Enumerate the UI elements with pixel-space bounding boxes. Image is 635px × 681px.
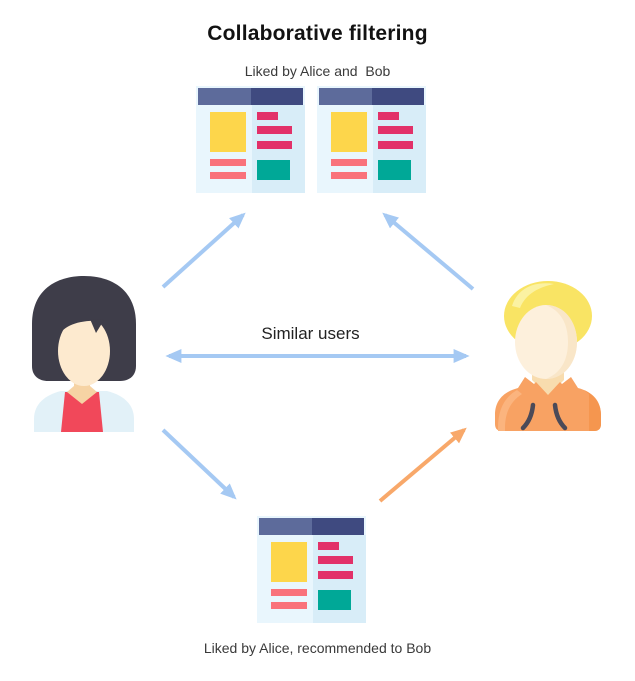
doc-header-bar [259,518,312,535]
diagram-title: Collaborative filtering [207,22,428,45]
man-avatar-icon [495,281,601,431]
man-hoodie-drawstring-right [552,402,568,431]
doc-text-line [210,159,246,166]
bob-likes-arrow [382,212,475,291]
doc-header-bar [319,88,372,105]
doc-text-line [378,141,413,149]
doc-text-line [331,172,367,179]
bottom-caption: Liked by Alice, recommended to Bob [203,640,432,656]
doc-button-placeholder [257,160,290,180]
similar-users-label: Similar users [261,324,360,343]
document-icon-top-right [317,86,426,193]
man-face [515,305,577,379]
doc-image-placeholder [210,112,246,152]
doc-text-line [331,159,367,166]
doc-button-placeholder [318,590,351,610]
document-icon-top-left [196,86,305,193]
doc-text-line [257,112,278,120]
man-face-shading [546,305,577,379]
man-hair-highlight [512,283,554,308]
man-hoodie-highlight [498,390,522,431]
doc-text-line [257,141,292,149]
doc-text-line [378,126,413,134]
doc-text-line [318,571,353,579]
doc-header-tab [312,518,364,535]
man-hoodie-drawstring-left [520,402,536,431]
woman-fringe-notch [90,319,104,333]
doc-header-tab [372,88,424,105]
doc-header-bar [198,88,251,105]
doc-text-line [318,556,353,564]
man-hoodie [495,377,601,431]
doc-text-line [271,589,307,596]
woman-fringe [58,306,110,336]
doc-button-placeholder [378,160,411,180]
doc-text-line [378,112,399,120]
doc-header-tab [251,88,303,105]
woman-face [58,316,110,386]
alice-likes-arrow [161,212,246,289]
document-icon-bottom [257,516,366,623]
doc-text-line [271,602,307,609]
woman-shirt [61,392,103,432]
doc-text-line [210,172,246,179]
doc-image-placeholder [331,112,367,152]
doc-image-placeholder [271,542,307,582]
recommendation-arrow [378,427,467,503]
man-hoodie-shading [584,390,601,431]
woman-avatar-icon [32,276,136,432]
alice-likes-bottom-arrow [161,428,237,500]
doc-text-line [257,126,292,134]
top-caption: Liked by Alice and Bob [244,63,391,79]
doc-text-line [318,542,339,550]
